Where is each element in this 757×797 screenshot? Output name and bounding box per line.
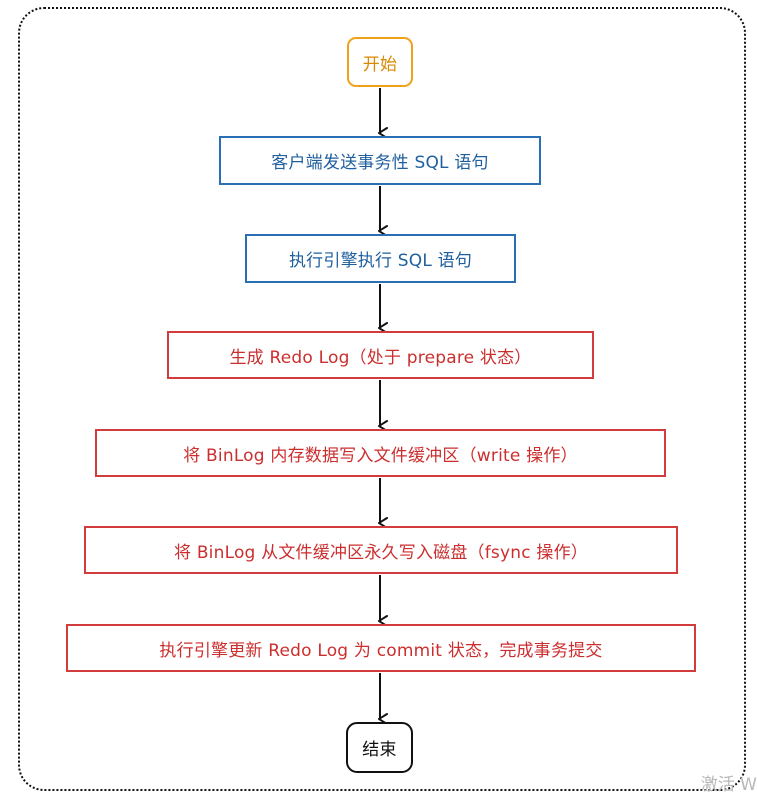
step-redo-log-commit: 执行引擎更新 Redo Log 为 commit 状态，完成事务提交 (66, 624, 696, 672)
step-generate-redo-log: 生成 Redo Log（处于 prepare 状态） (167, 331, 594, 379)
step-engine-execute-sql: 执行引擎执行 SQL 语句 (245, 234, 516, 283)
watermark-text: 激活 W (700, 775, 757, 795)
start-node: 开始 (347, 37, 413, 87)
step-binlog-fsync: 将 BinLog 从文件缓冲区永久写入磁盘（fsync 操作） (84, 526, 678, 574)
end-node: 结束 (346, 722, 413, 773)
step-client-send-sql: 客户端发送事务性 SQL 语句 (219, 136, 541, 185)
step-binlog-write: 将 BinLog 内存数据写入文件缓冲区（write 操作） (95, 429, 666, 477)
dotted-frame (18, 7, 746, 791)
